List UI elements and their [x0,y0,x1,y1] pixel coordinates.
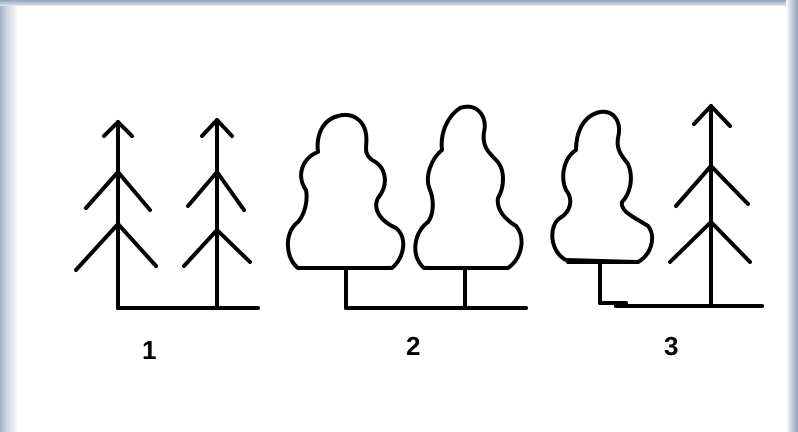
group-1-trees [76,120,258,308]
group-3-trees [552,106,762,306]
deciduous-tree [552,112,652,303]
deciduous-tree [288,115,403,308]
conifer-tree [670,106,750,306]
group-2-label: 2 [406,333,420,359]
conifer-tree [184,120,250,308]
deciduous-tree [415,107,521,308]
group-3-label: 3 [664,333,678,359]
group-1-label: 1 [142,337,156,363]
conifer-tree [76,122,156,308]
group-2-trees [288,107,526,308]
